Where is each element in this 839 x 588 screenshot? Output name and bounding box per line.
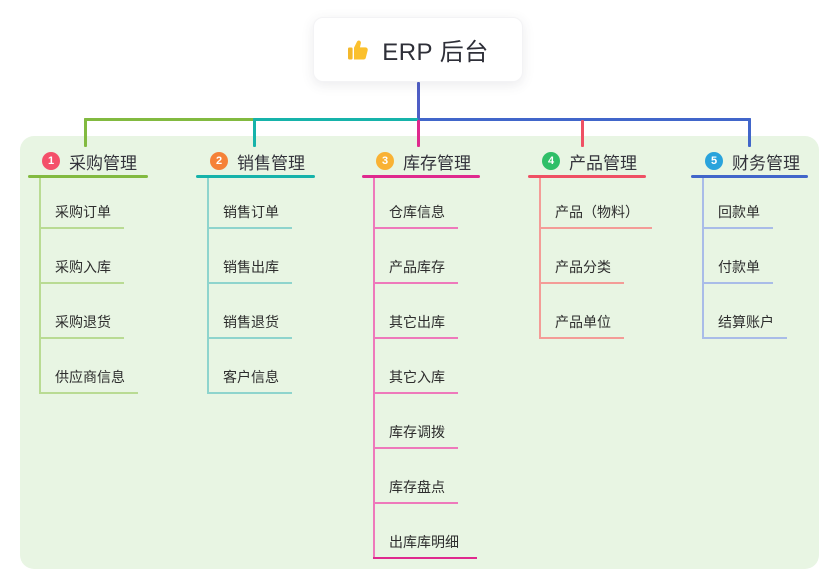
root-title: ERP 后台 xyxy=(382,39,489,66)
connector-drop-product xyxy=(581,120,584,147)
branch-underline xyxy=(362,175,480,178)
connector-drop-sales xyxy=(253,118,256,147)
child-node[interactable]: 客户信息 xyxy=(207,367,292,394)
child-node[interactable]: 结算账户 xyxy=(702,312,787,339)
child-node[interactable]: 采购订单 xyxy=(39,202,124,229)
child-node[interactable]: 销售订单 xyxy=(207,202,292,229)
branch-underline xyxy=(196,175,315,178)
branch-underline xyxy=(528,175,646,178)
connector-drop-purchase xyxy=(84,118,87,147)
branch-label: 财务管理 xyxy=(732,153,800,173)
branch-label: 产品管理 xyxy=(569,153,637,173)
branch-label: 销售管理 xyxy=(237,153,305,173)
connector-horizontal-blue xyxy=(418,118,751,121)
branch-tree-line xyxy=(702,178,704,339)
child-node[interactable]: 其它出库 xyxy=(373,312,458,339)
connector-root-drop xyxy=(417,82,420,121)
child-node[interactable]: 销售出库 xyxy=(207,257,292,284)
branch-product: 4 产品管理 产品（物料） 产品分类 产品单位 xyxy=(528,148,652,339)
child-node[interactable]: 产品单位 xyxy=(539,312,624,339)
child-node[interactable]: 付款单 xyxy=(702,257,773,284)
child-node[interactable]: 采购退货 xyxy=(39,312,124,339)
badge-5: 5 xyxy=(705,152,723,170)
branch-underline xyxy=(28,175,148,178)
child-node[interactable]: 其它入库 xyxy=(373,367,458,394)
badge-2: 2 xyxy=(210,152,228,170)
root-node[interactable]: ERP 后台 xyxy=(313,17,523,82)
branch-header-purchase[interactable]: 1 采购管理 xyxy=(28,148,148,174)
badge-3: 3 xyxy=(376,152,394,170)
child-node[interactable]: 采购入库 xyxy=(39,257,124,284)
child-node[interactable]: 库存盘点 xyxy=(373,477,458,504)
connector-drop-inventory xyxy=(417,120,420,147)
branch-tree-line xyxy=(39,178,41,394)
branch-tree-line xyxy=(207,178,209,394)
branch-label: 采购管理 xyxy=(69,153,137,173)
branch-sales: 2 销售管理 销售订单 销售出库 销售退货 客户信息 xyxy=(196,148,315,394)
child-node[interactable]: 销售退货 xyxy=(207,312,292,339)
thumbs-up-icon xyxy=(347,38,371,62)
child-node[interactable]: 仓库信息 xyxy=(373,202,458,229)
branch-underline xyxy=(691,175,808,178)
child-node[interactable]: 产品（物料） xyxy=(539,202,652,229)
connector-horizontal-teal xyxy=(253,118,418,121)
child-node[interactable]: 出库库明细 xyxy=(373,532,477,559)
connector-drop-finance xyxy=(748,118,751,147)
child-node[interactable]: 产品分类 xyxy=(539,257,624,284)
branch-label: 库存管理 xyxy=(403,153,471,173)
branch-header-finance[interactable]: 5 财务管理 xyxy=(691,148,808,174)
branch-header-sales[interactable]: 2 销售管理 xyxy=(196,148,315,174)
branch-header-product[interactable]: 4 产品管理 xyxy=(528,148,646,174)
badge-1: 1 xyxy=(42,152,60,170)
connector-horizontal-green xyxy=(84,118,254,121)
child-node[interactable]: 回款单 xyxy=(702,202,773,229)
branch-tree-line xyxy=(539,178,541,339)
badge-4: 4 xyxy=(542,152,560,170)
branch-finance: 5 财务管理 回款单 付款单 结算账户 xyxy=(691,148,808,339)
child-node[interactable]: 产品库存 xyxy=(373,257,458,284)
child-node[interactable]: 库存调拨 xyxy=(373,422,458,449)
branch-header-inventory[interactable]: 3 库存管理 xyxy=(362,148,480,174)
branch-tree-line xyxy=(373,178,375,559)
branches-panel xyxy=(20,136,819,569)
branch-purchase: 1 采购管理 采购订单 采购入库 采购退货 供应商信息 xyxy=(28,148,148,394)
child-node[interactable]: 供应商信息 xyxy=(39,367,138,394)
branch-inventory: 3 库存管理 仓库信息 产品库存 其它出库 其它入库 库存调拨 库存盘点 出库库… xyxy=(362,148,480,559)
